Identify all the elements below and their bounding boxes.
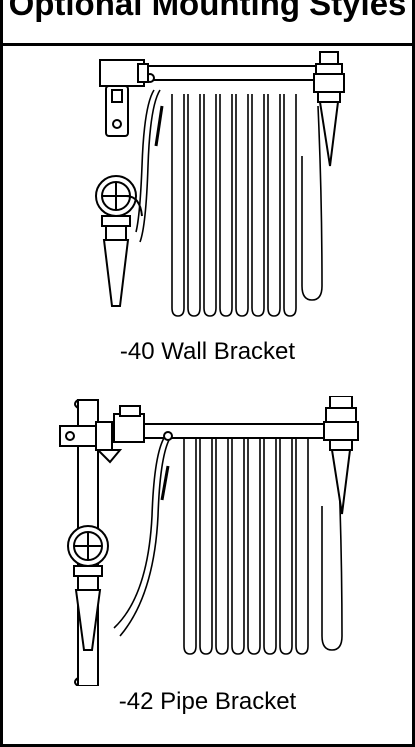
figure-wall-bracket: -40 Wall Bracket bbox=[0, 46, 415, 386]
wall-bracket-hose-reel-icon bbox=[95, 51, 345, 317]
pipe-bracket-hose-reel-icon bbox=[59, 396, 359, 686]
figure-pipe-bracket: -42 Pipe Bracket bbox=[0, 396, 415, 716]
page-title: Optional Mounting Styles bbox=[8, 0, 407, 22]
header-bar: Optional Mounting Styles bbox=[0, 0, 415, 46]
caption-wall-bracket: -40 Wall Bracket bbox=[119, 338, 296, 365]
caption-pipe-bracket: -42 Pipe Bracket bbox=[118, 688, 297, 715]
